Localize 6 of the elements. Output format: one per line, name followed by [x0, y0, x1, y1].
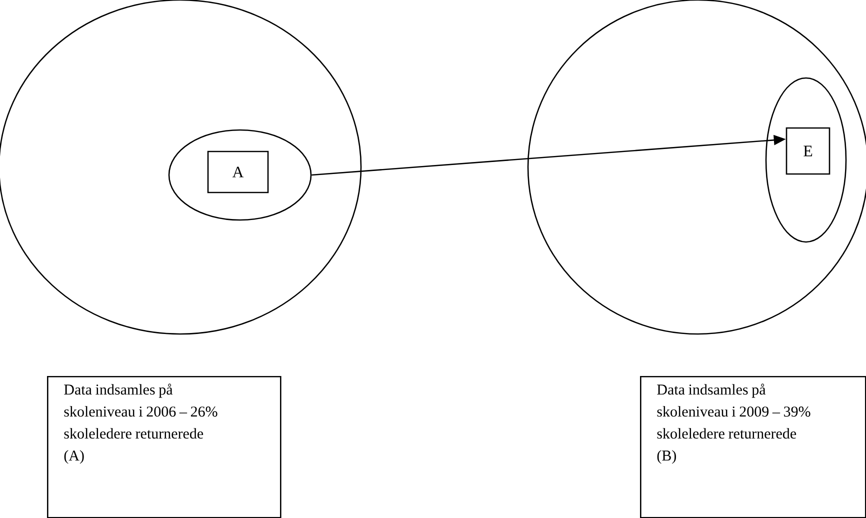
text-box: Data indsamles på skoleniveau i 2009 – 39% skoleledere returnerede (B)	[640, 376, 866, 518]
letter-box: E	[786, 127, 830, 175]
ellipse	[168, 129, 312, 221]
letter-box: A	[207, 150, 269, 194]
text-box: Data indsamles på skoleniveau i 2006 – 26% skoleledere returnerede (A)	[47, 376, 282, 518]
ellipse	[765, 77, 847, 243]
